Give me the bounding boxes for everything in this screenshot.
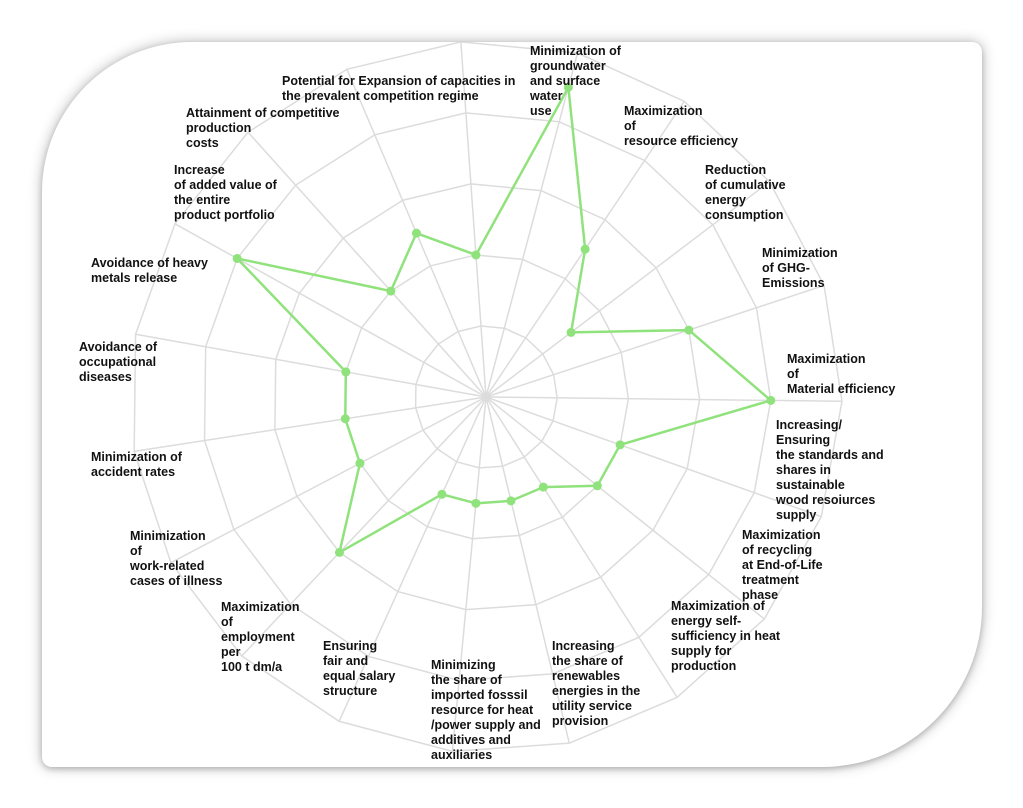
axis-label: Avoidance of occupational diseases: [79, 340, 158, 384]
data-point: [471, 498, 481, 508]
chart-frame: Minimization of groundwater and surface …: [42, 42, 982, 767]
data-point: [355, 458, 365, 468]
data-point: [615, 440, 625, 450]
axis-label: Maximization of recycling at End-of-Life…: [742, 528, 823, 602]
axis-label: Attainment of competitive production cos…: [186, 106, 340, 150]
series-line: [235, 86, 773, 554]
grid-ring-1: [414, 325, 558, 469]
grid-ring-5: [133, 42, 843, 753]
axis-label: Maximization of resource efficiency: [624, 104, 738, 148]
data-point: [341, 367, 351, 377]
radar-chart: [133, 42, 843, 753]
axis-label: Maximization of employment per 100 t dm/…: [221, 600, 300, 674]
axis-label: Ensuring fair and equal salary structure: [323, 639, 396, 698]
data-point: [506, 496, 516, 506]
data-point: [563, 82, 573, 92]
axis-spoke: [485, 181, 770, 398]
axis-label: Minimization of groundwater and surface …: [530, 44, 621, 118]
axis-spoke: [485, 396, 678, 698]
axis-label: Increasing/ Ensuring the standards and s…: [776, 418, 884, 522]
axis-spoke: [451, 396, 487, 752]
axis-spoke: [174, 223, 487, 398]
axis-label: Minimizing the share of imported fosssil…: [431, 658, 541, 762]
axis-label: Potential for Expansion of capacities in…: [282, 74, 516, 103]
axis-spoke: [485, 52, 579, 398]
axis-spoke: [485, 396, 822, 518]
axis-spoke: [338, 396, 487, 722]
axis-spoke: [170, 396, 487, 564]
data-point: [411, 228, 421, 238]
grid-ring-2: [344, 254, 630, 540]
axis-label: Avoidance of heavy metals release: [91, 256, 208, 285]
grid-ring-4: [203, 112, 772, 682]
axis-label: Increase of added value of the entire pr…: [174, 163, 277, 222]
axis-spoke: [247, 131, 487, 398]
data-point: [334, 547, 344, 557]
axis-spoke: [485, 396, 842, 403]
data-point: [580, 244, 590, 254]
data-point: [684, 325, 694, 335]
axis-label: Minimization of GHG- Emissions: [762, 246, 838, 290]
axis-spoke: [460, 42, 487, 398]
data-point: [538, 482, 548, 492]
axis-label: Increasing the share of renewables energ…: [552, 639, 641, 728]
data-point: [386, 286, 396, 296]
data-point: [592, 481, 602, 491]
data-point: [566, 327, 576, 337]
data-point: [232, 253, 242, 263]
data-point: [437, 489, 447, 499]
axis-label: Maximization of Material efficiency: [787, 352, 896, 396]
axis-label: Reduction of cumulative energy consumpti…: [705, 163, 786, 222]
axis-label: Minimization of accident rates: [91, 450, 182, 479]
axis-spoke: [241, 396, 487, 657]
grid-ring-3: [274, 183, 701, 611]
axis-spoke: [134, 396, 487, 453]
axis-spoke: [135, 333, 487, 398]
data-point: [340, 414, 350, 424]
data-point: [766, 395, 776, 405]
data-point: [471, 250, 481, 260]
axis-label: Minimization of work-related cases of il…: [130, 529, 223, 588]
axis-label: Maximization of energy self- sufficiency…: [671, 599, 781, 673]
axis-spoke: [485, 284, 825, 398]
axis-spoke: [485, 396, 570, 744]
axis-spoke: [485, 396, 765, 620]
